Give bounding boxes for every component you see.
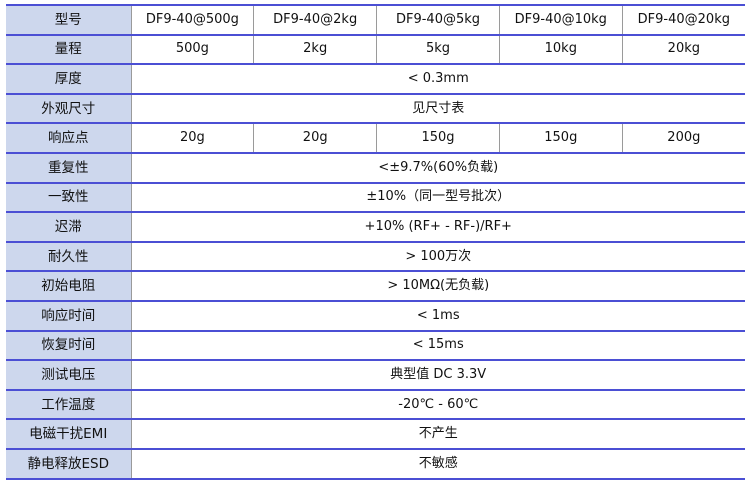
- row-label: 外观尺寸: [6, 92, 132, 125]
- table-row-initial-resistance: 初始电阻 > 10MΩ(无负载): [6, 270, 745, 302]
- table-row-range: 量程 500g 2kg 5kg 10kg 20kg: [6, 33, 745, 66]
- table-row-hysteresis: 迟滞 +10% (RF+ - RF-)/RF+: [6, 211, 745, 243]
- response-point-cell-5: 200g: [621, 122, 745, 154]
- response-point-cell-1: 20g: [130, 122, 255, 154]
- range-cell-1: 500g: [130, 33, 255, 66]
- table-row-model: 型号 DF9-40@500g DF9-40@2kg DF9-40@5kg DF9…: [6, 4, 745, 36]
- model-cell-3: DF9-40@5kg: [376, 4, 500, 36]
- table-row-thickness: 厚度 < 0.3mm: [6, 63, 745, 95]
- model-cell-5: DF9-40@20kg: [621, 4, 745, 36]
- table-row-dimensions: 外观尺寸 见尺寸表: [6, 92, 745, 125]
- thickness-value: < 0.3mm: [130, 63, 745, 95]
- hysteresis-value: +10% (RF+ - RF-)/RF+: [130, 211, 745, 243]
- model-cell-4: DF9-40@10kg: [498, 4, 623, 36]
- model-cell-1: DF9-40@500g: [130, 4, 255, 36]
- row-label: 一致性: [6, 181, 132, 214]
- row-label: 恢复时间: [6, 329, 132, 362]
- table-row-operating-temperature: 工作温度 -20℃ - 60℃: [6, 388, 745, 421]
- row-label: 静电释放ESD: [6, 447, 132, 480]
- response-point-cell-3: 150g: [376, 122, 500, 154]
- table-row-consistency: 一致性 ±10%（同一型号批次）: [6, 181, 745, 214]
- model-cell-2: DF9-40@2kg: [253, 4, 378, 36]
- response-point-cell-4: 150g: [498, 122, 623, 154]
- row-label: 初始电阻: [6, 270, 132, 302]
- response-time-value: < 1ms: [130, 299, 745, 332]
- emi-value: 不产生: [130, 418, 745, 450]
- operating-temperature-value: -20℃ - 60℃: [130, 388, 745, 421]
- row-label: 工作温度: [6, 388, 132, 421]
- recovery-time-value: < 15ms: [130, 329, 745, 362]
- spec-table: 型号 DF9-40@500g DF9-40@2kg DF9-40@5kg DF9…: [6, 4, 745, 480]
- dimensions-value: 见尺寸表: [130, 92, 745, 125]
- row-label: 迟滞: [6, 211, 132, 243]
- table-row-durability: 耐久性 > 100万次: [6, 240, 745, 273]
- row-label: 响应时间: [6, 299, 132, 332]
- row-label: 测试电压: [6, 359, 132, 391]
- range-cell-4: 10kg: [498, 33, 623, 66]
- initial-resistance-value: > 10MΩ(无负载): [130, 270, 745, 302]
- row-label: 耐久性: [6, 240, 132, 273]
- consistency-value: ±10%（同一型号批次）: [130, 181, 745, 214]
- response-point-cell-2: 20g: [253, 122, 378, 154]
- table-row-repeatability: 重复性 <±9.7%(60%负载): [6, 151, 745, 184]
- table-row-emi: 电磁干扰EMI 不产生: [6, 418, 745, 450]
- row-label: 重复性: [6, 151, 132, 184]
- range-cell-3: 5kg: [376, 33, 500, 66]
- row-label: 量程: [6, 33, 132, 66]
- test-voltage-value: 典型值 DC 3.3V: [130, 359, 745, 391]
- table-row-recovery-time: 恢复时间 < 15ms: [6, 329, 745, 362]
- esd-value: 不敏感: [130, 447, 745, 480]
- table-row-response-point: 响应点 20g 20g 150g 150g 200g: [6, 122, 745, 154]
- row-label: 型号: [6, 4, 132, 36]
- row-label: 响应点: [6, 122, 132, 154]
- repeatability-value: <±9.7%(60%负载): [130, 151, 745, 184]
- range-cell-2: 2kg: [253, 33, 378, 66]
- range-cell-5: 20kg: [621, 33, 745, 66]
- table-row-response-time: 响应时间 < 1ms: [6, 299, 745, 332]
- table-row-test-voltage: 测试电压 典型值 DC 3.3V: [6, 359, 745, 391]
- table-row-esd: 静电释放ESD 不敏感: [6, 447, 745, 480]
- row-label: 厚度: [6, 63, 132, 95]
- durability-value: > 100万次: [130, 240, 745, 273]
- row-label: 电磁干扰EMI: [6, 418, 132, 450]
